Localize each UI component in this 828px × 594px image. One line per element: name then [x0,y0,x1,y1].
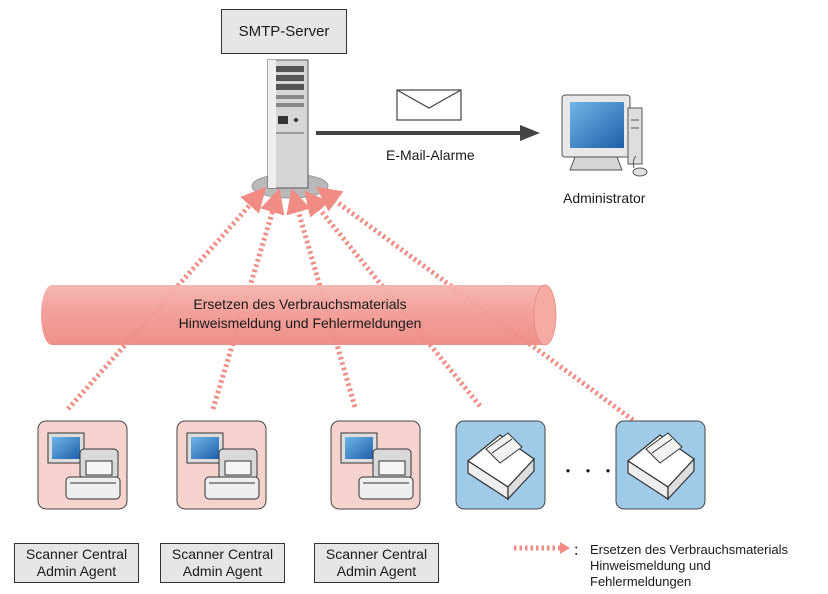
agent-label-1: Scanner Central Admin Agent [14,543,139,583]
agent-label-line1: Scanner Central [325,546,428,562]
dotted-arrow-2 [210,188,285,410]
notification-line-2: Hinweismeldung und Fehlermeldungen [178,315,422,331]
dotted-arrow-1 [66,186,267,411]
server-tower-icon [267,59,309,189]
agent-label-line1: Scanner Central [171,546,274,562]
agent-label-3: Scanner Central Admin Agent [314,543,439,583]
legend-colon: ： [573,543,587,558]
legend-dotted-arrow [514,542,570,554]
email-alarm-label: E-Mail-Alarme [386,147,475,163]
smtp-server-text: SMTP-Server [238,23,330,40]
network-scanner-icon [626,432,695,501]
pc-scanner-icon [340,432,414,500]
agent-label-line1: Scanner Central [25,546,128,562]
notification-band-text: Ersetzen des Verbrauchsmaterials Hinweis… [40,295,560,333]
agent-label-line2: Admin Agent [336,563,417,579]
smtp-server-label: SMTP-Server [221,9,347,54]
legend-text: Ersetzen des Verbrauchsmaterials Hinweis… [590,542,826,590]
legend-line-3: Fehlermeldungen [590,574,692,589]
agent-label-2: Scanner Central Admin Agent [160,543,285,583]
notification-line-1: Ersetzen des Verbrauchsmaterials [193,296,407,312]
ellipsis: ・・・ [560,464,621,481]
administrator-computer-icon [561,94,648,177]
agent-label-line2: Admin Agent [36,563,117,579]
legend-line-2: Hinweismeldung und [590,558,711,573]
administrator-label: Administrator [563,190,646,206]
pc-scanner-icon [47,432,121,500]
network-scanner-icon [466,432,535,501]
agent-label-line2: Admin Agent [182,563,263,579]
envelope-icon [396,89,462,121]
legend-line-1: Ersetzen des Verbrauchsmaterials [590,542,788,557]
notification-band [41,284,557,346]
pc-scanner-icon [186,432,260,500]
